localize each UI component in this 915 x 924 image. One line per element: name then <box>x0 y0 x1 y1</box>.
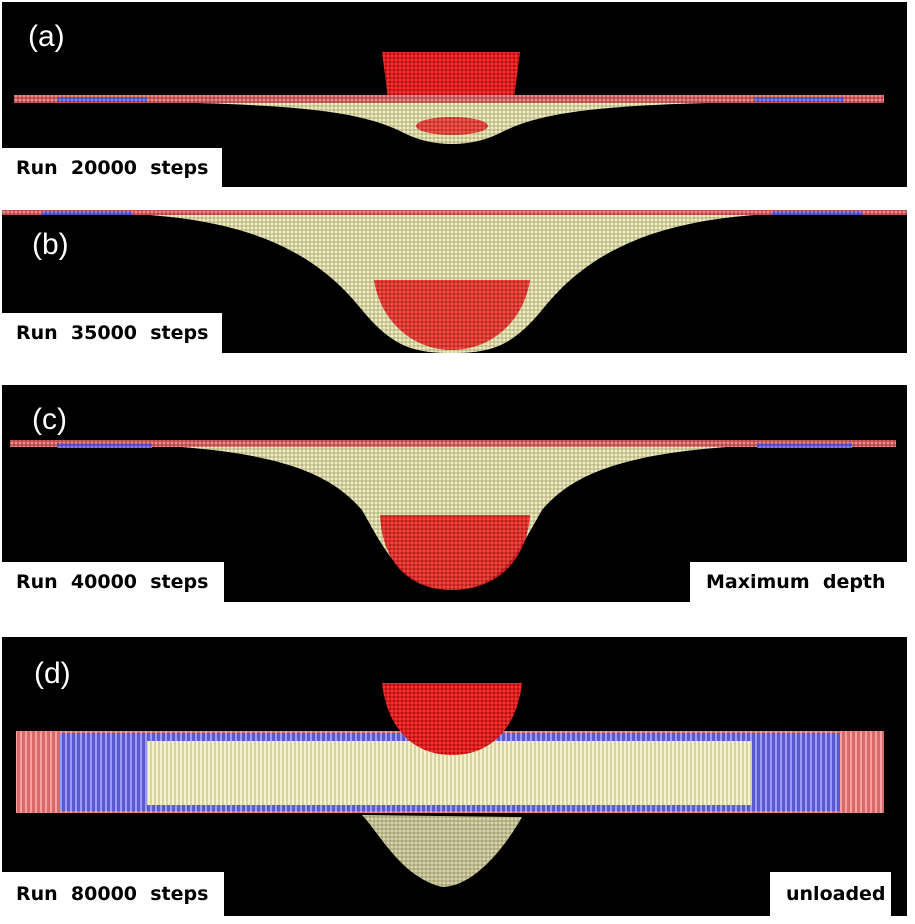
step-count-label: Run 20000 steps <box>2 148 222 187</box>
state-label: unloaded <box>770 872 891 916</box>
simulation-image-c <box>10 440 896 590</box>
simulation-image-d <box>16 683 884 887</box>
step-count-label: Run 40000 steps <box>2 562 224 602</box>
step-count-label: Run 35000 steps <box>2 313 222 353</box>
panel-tag: (a) <box>28 20 65 53</box>
panel-tag: (b) <box>32 228 69 261</box>
panel-b: (b) Run 35000 steps <box>2 210 907 353</box>
panel-a: (a) Run 20000 steps <box>2 2 907 187</box>
panel-tag: (c) <box>32 403 67 436</box>
step-count-label: Run 80000 steps <box>2 872 224 916</box>
simulation-image-a <box>14 52 884 144</box>
simulation-image-b <box>2 210 907 353</box>
state-label: Maximum depth <box>690 562 907 602</box>
panel-c: (c) Run 40000 steps Maximum depth <box>2 385 907 602</box>
panel-tag: (d) <box>34 657 71 690</box>
panel-d: (d) Run 80000 steps unloaded <box>2 637 907 916</box>
